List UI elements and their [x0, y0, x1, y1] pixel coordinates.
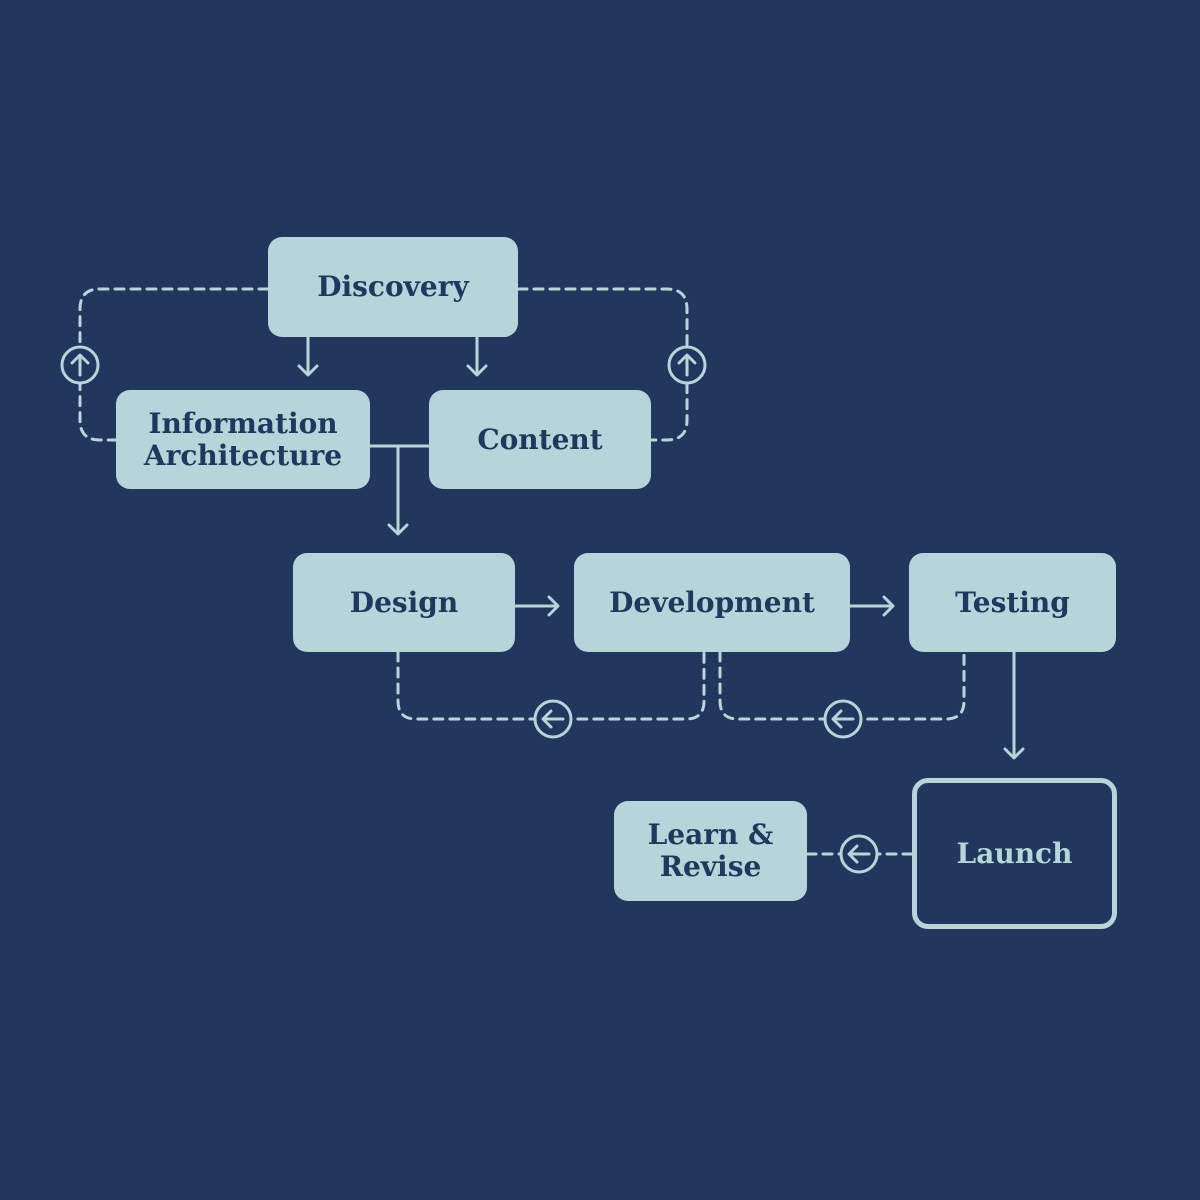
node-design: Design: [293, 553, 515, 652]
arrow-left-circle-icon: [533, 699, 573, 739]
node-label: Design: [349, 585, 459, 619]
node-label: Testing: [955, 585, 1070, 619]
arrowhead-merge-to-design: [387, 523, 409, 536]
node-label: Development: [609, 585, 815, 619]
arrowhead-discovery-to-ia: [297, 364, 319, 377]
node-content: Content: [429, 390, 651, 489]
node-label: Learn & Revise: [647, 818, 774, 883]
arrow-left-circle-icon: [823, 699, 863, 739]
node-label: Information Architecture: [143, 406, 343, 472]
arrow-up-circle-icon: [60, 345, 100, 385]
arrowhead-development-to-testing: [882, 595, 895, 617]
node-label: Content: [477, 422, 603, 456]
node-testing: Testing: [909, 553, 1116, 652]
node-discovery: Discovery: [268, 237, 518, 337]
node-label: Launch: [956, 836, 1073, 870]
arrowhead-design-to-development: [547, 595, 560, 617]
node-learn-revise: Learn & Revise: [614, 801, 807, 901]
node-label: Discovery: [317, 270, 469, 303]
arrow-up-circle-icon: [667, 345, 707, 385]
node-information-architecture: Information Architecture: [116, 390, 370, 489]
arrowhead-discovery-to-content: [466, 364, 488, 377]
node-launch: Launch: [912, 778, 1117, 929]
arrow-left-circle-icon: [839, 834, 879, 874]
arrowhead-testing-to-launch: [1003, 747, 1025, 760]
node-development: Development: [574, 553, 850, 652]
